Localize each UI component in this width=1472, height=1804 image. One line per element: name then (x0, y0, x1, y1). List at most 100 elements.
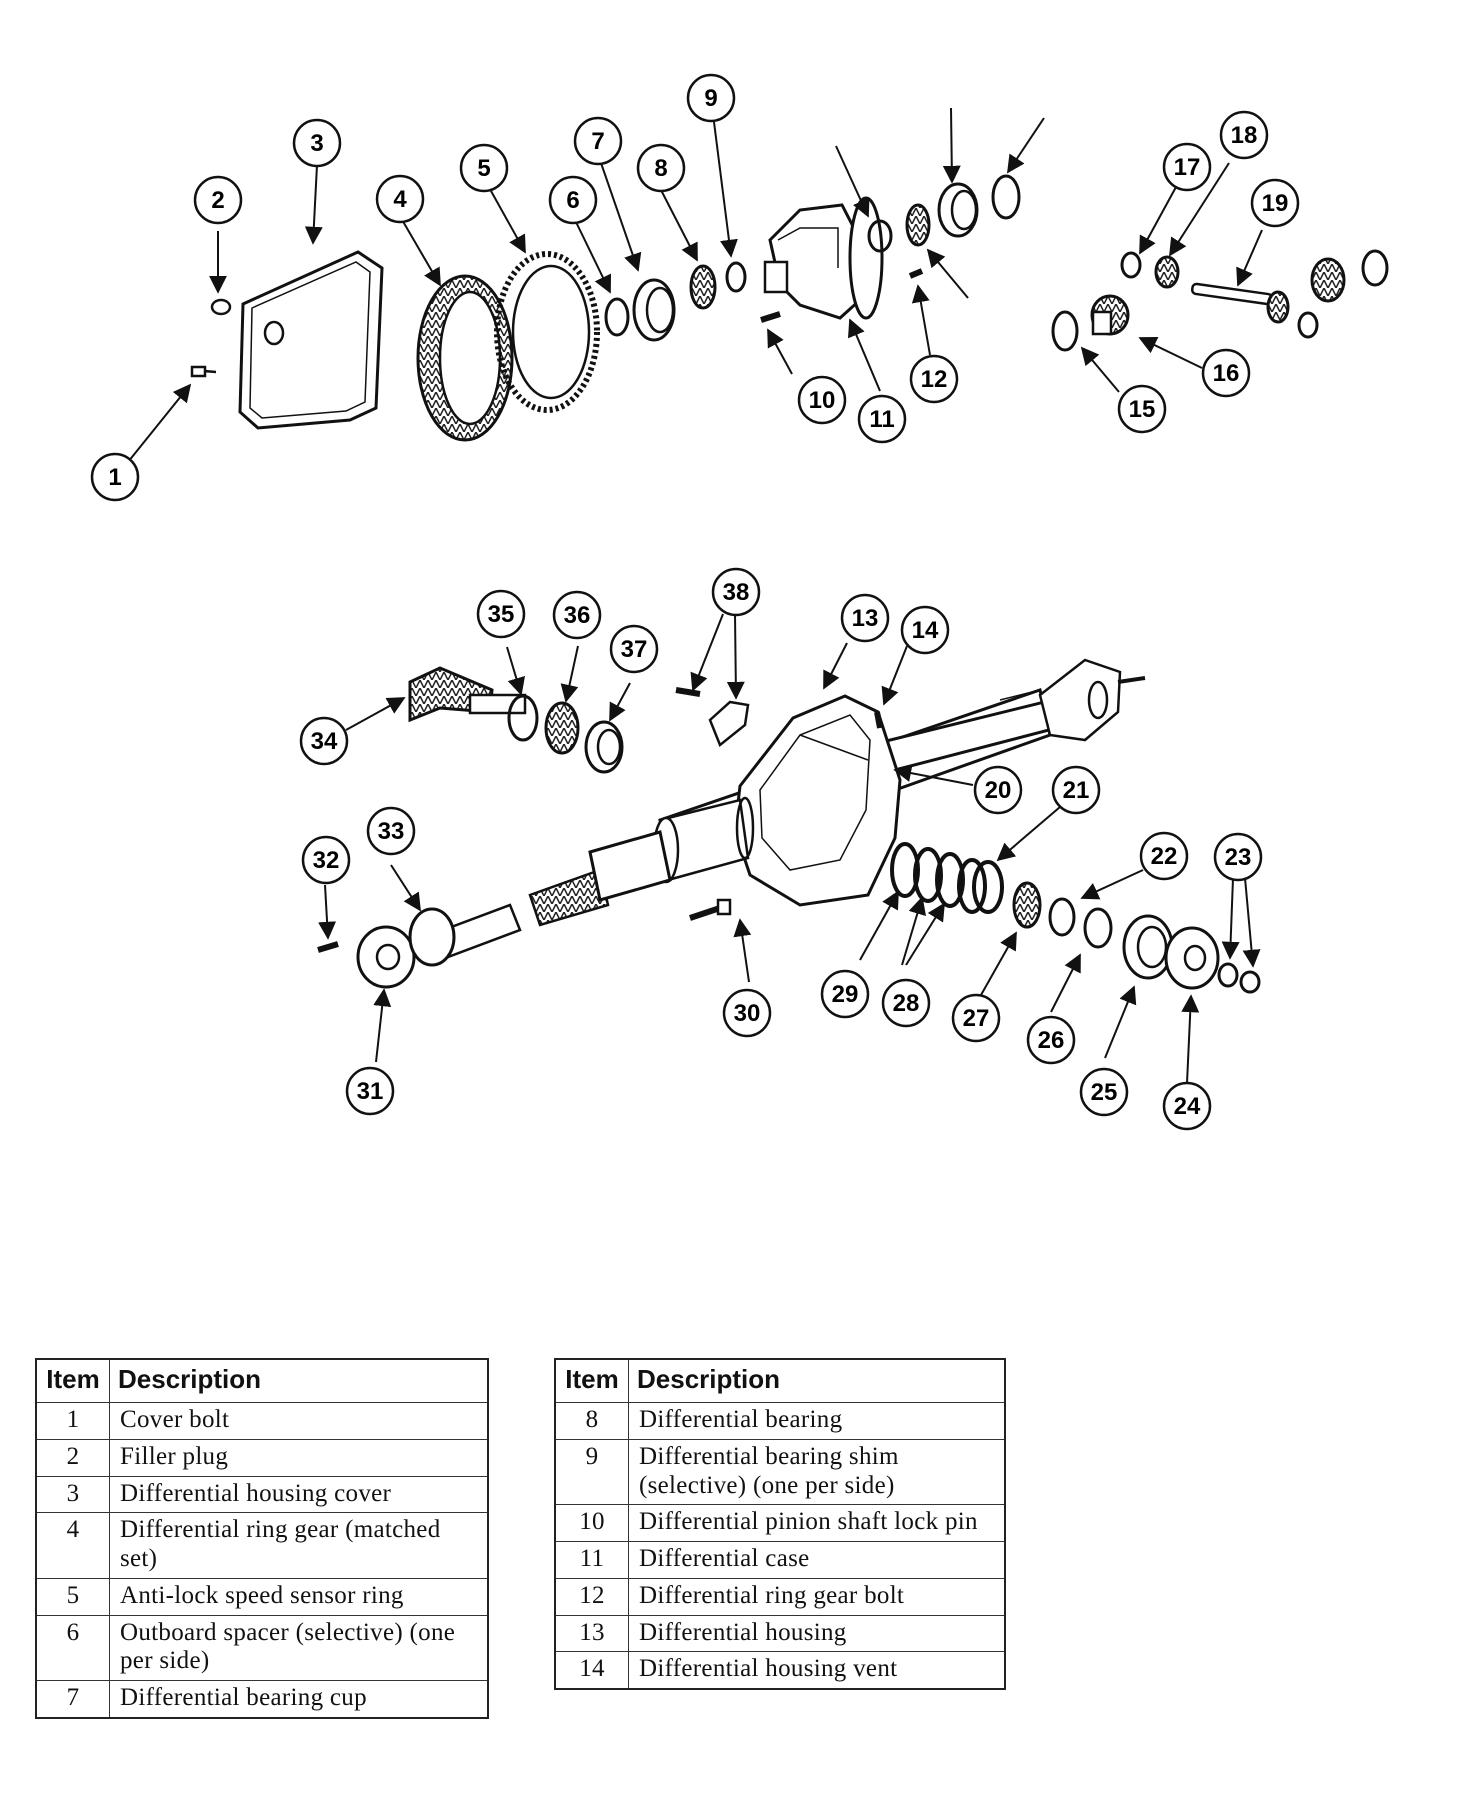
side-gear-part (1090, 294, 1130, 336)
callout-15: 15 (1117, 384, 1167, 434)
callout-circle (857, 394, 907, 444)
nut-part (1239, 970, 1261, 994)
item-number-cell: 3 (35, 1475, 110, 1514)
callout-circle (1201, 348, 1251, 398)
callout-13: 13 (840, 593, 890, 643)
callout-21: 21 (1051, 765, 1101, 815)
upper-assembly-parts (190, 174, 1389, 442)
callout-number: 37 (621, 636, 648, 663)
callout-12: 12 (909, 354, 959, 404)
callout-37: 37 (609, 624, 659, 674)
pinion-flange-part (1164, 926, 1220, 990)
item-number-cell: 1 (35, 1402, 110, 1440)
axle-shaft-part (356, 903, 522, 989)
callout-number: 5 (477, 155, 490, 182)
callout-number: 19 (1262, 190, 1289, 217)
description-cell: Differential ring gear bolt (628, 1577, 1006, 1616)
lock-pin-part (760, 311, 781, 323)
housing-cover-part (238, 250, 384, 430)
pinion-washer-part (1120, 251, 1142, 279)
callout-7: 7 (573, 116, 623, 166)
pinion-shaft-part (1190, 282, 1274, 306)
callout-number: 29 (832, 981, 859, 1008)
description-cell: Differential bearing (628, 1402, 1006, 1440)
ring-gear-bolt-part (908, 268, 924, 279)
item-number-cell: 4 (35, 1512, 110, 1579)
description-cell: Differential ring gear (matched set) (109, 1512, 489, 1579)
callout-circle (1117, 384, 1167, 434)
callout-number: 4 (393, 186, 407, 213)
item-number-cell: 6 (35, 1614, 110, 1681)
item-number-cell: 12 (554, 1577, 629, 1616)
callout-circle (90, 452, 140, 502)
callout-3: 3 (292, 118, 342, 168)
callout-number: 28 (893, 990, 920, 1017)
description-cell: Differential case (628, 1541, 1006, 1579)
table-header-row: Item Description (554, 1358, 1006, 1403)
callout-number: 13 (852, 605, 879, 632)
differential-case-part (763, 196, 884, 320)
callout-circle (1139, 831, 1189, 881)
callout-31: 31 (345, 1066, 395, 1116)
callout-30: 30 (722, 988, 772, 1038)
callout-number: 21 (1063, 777, 1090, 804)
callout-circle (973, 765, 1023, 815)
drive-pinion-part (408, 666, 527, 723)
item-column-header: Item (35, 1358, 110, 1403)
callout-32: 32 (301, 835, 351, 885)
callout-circle (193, 175, 243, 225)
callout-14: 14 (900, 605, 950, 655)
item-number-cell: 8 (554, 1402, 629, 1440)
callout-10: 10 (797, 375, 847, 425)
callout-11: 11 (857, 394, 907, 444)
callout-circle (1162, 1081, 1212, 1131)
callout-24: 24 (1162, 1081, 1212, 1131)
item-number-cell: 2 (35, 1438, 110, 1477)
callout-26: 26 (1026, 1015, 1076, 1065)
callout-circle (820, 969, 870, 1019)
description-cell: Outboard spacer (selective) (one per sid… (109, 1614, 489, 1681)
description-cell: Differential housing (628, 1614, 1006, 1653)
callout-number: 33 (378, 818, 405, 845)
callout-17: 17 (1162, 142, 1212, 192)
sensor-ring-part (494, 251, 600, 413)
callout-25: 25 (1079, 1067, 1129, 1117)
item-column-header: Item (554, 1358, 629, 1403)
callout-number: 20 (985, 777, 1012, 804)
callout-number: 18 (1231, 122, 1258, 149)
callout-circle (951, 993, 1001, 1043)
shim-part (725, 261, 747, 293)
callout-number: 10 (809, 387, 836, 414)
description-cell: Filler plug (109, 1438, 489, 1477)
callout-2: 2 (193, 175, 243, 225)
callout-28: 28 (881, 978, 931, 1028)
callout-6: 6 (548, 175, 598, 225)
callout-number: 15 (1129, 396, 1156, 423)
callout-27: 27 (951, 993, 1001, 1043)
callout-circle (459, 143, 509, 193)
description-cell: Differential bearing shim (selective) (o… (628, 1438, 1006, 1506)
bolt-part (689, 905, 721, 921)
callout-number: 11 (869, 406, 894, 433)
callout-number: 27 (963, 1005, 990, 1032)
item-number-cell: 5 (35, 1577, 110, 1616)
callout-circle (711, 567, 761, 617)
callout-circle (375, 174, 425, 224)
description-cell: Differential housing vent (628, 1651, 1006, 1690)
item-number-cell: 14 (554, 1651, 629, 1690)
callout-19: 19 (1250, 178, 1300, 228)
callout-22: 22 (1139, 831, 1189, 881)
description-cell: Differential pinion shaft lock pin (628, 1504, 1006, 1542)
callout-29: 29 (820, 969, 870, 1019)
